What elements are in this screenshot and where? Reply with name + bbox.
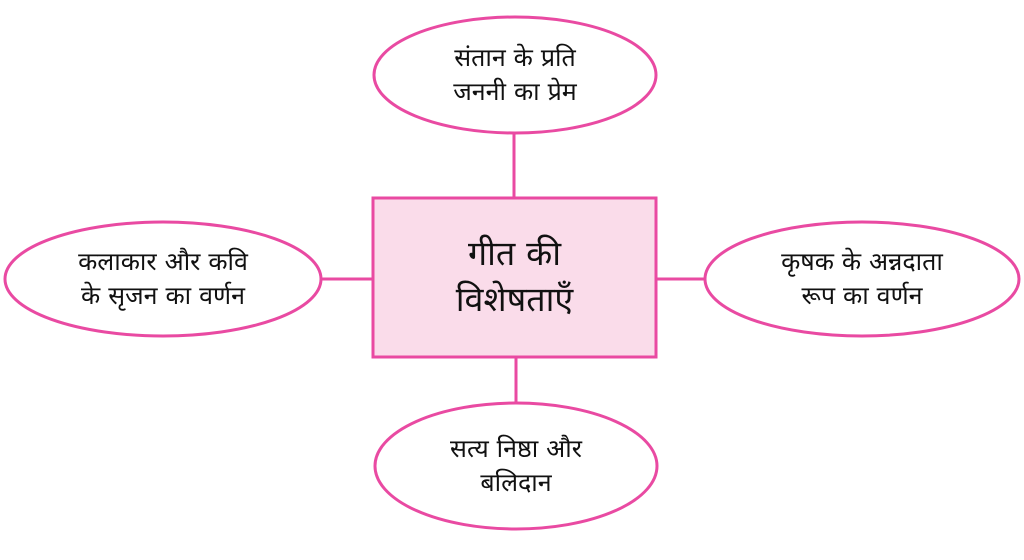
bottom-line2: बलिदान <box>480 468 552 497</box>
top-line2: जननी का प्रेम <box>453 77 577 106</box>
right-node: कृषक के अन्नदाता रूप का वर्णन <box>705 222 1019 336</box>
right-line2: रूप का वर्णन <box>801 281 923 310</box>
left-line2: के सृजन का वर्णन <box>81 281 245 310</box>
center-line2: विशेषताएँ <box>455 279 574 320</box>
top-node: संतान के प्रति जननी का प्रेम <box>374 17 656 133</box>
bottom-line1: सत्य निष्ठा और <box>450 434 582 464</box>
center-line1: गीत की <box>467 233 562 274</box>
right-line1: कृषक के अन्नदाता <box>781 247 943 277</box>
top-line1: संतान के प्रति <box>454 43 576 73</box>
center-node: गीत की विशेषताएँ <box>373 198 656 357</box>
left-ellipse <box>3 220 323 338</box>
center-box <box>371 196 658 359</box>
top-ellipse <box>372 15 658 135</box>
right-ellipse <box>703 220 1021 338</box>
bottom-node: सत्य निष्ठा और बलिदान <box>375 403 657 529</box>
bottom-ellipse <box>373 401 659 531</box>
left-line1: कलाकार और कवि <box>78 247 248 277</box>
left-node: कलाकार और कवि के सृजन का वर्णन <box>5 222 321 336</box>
